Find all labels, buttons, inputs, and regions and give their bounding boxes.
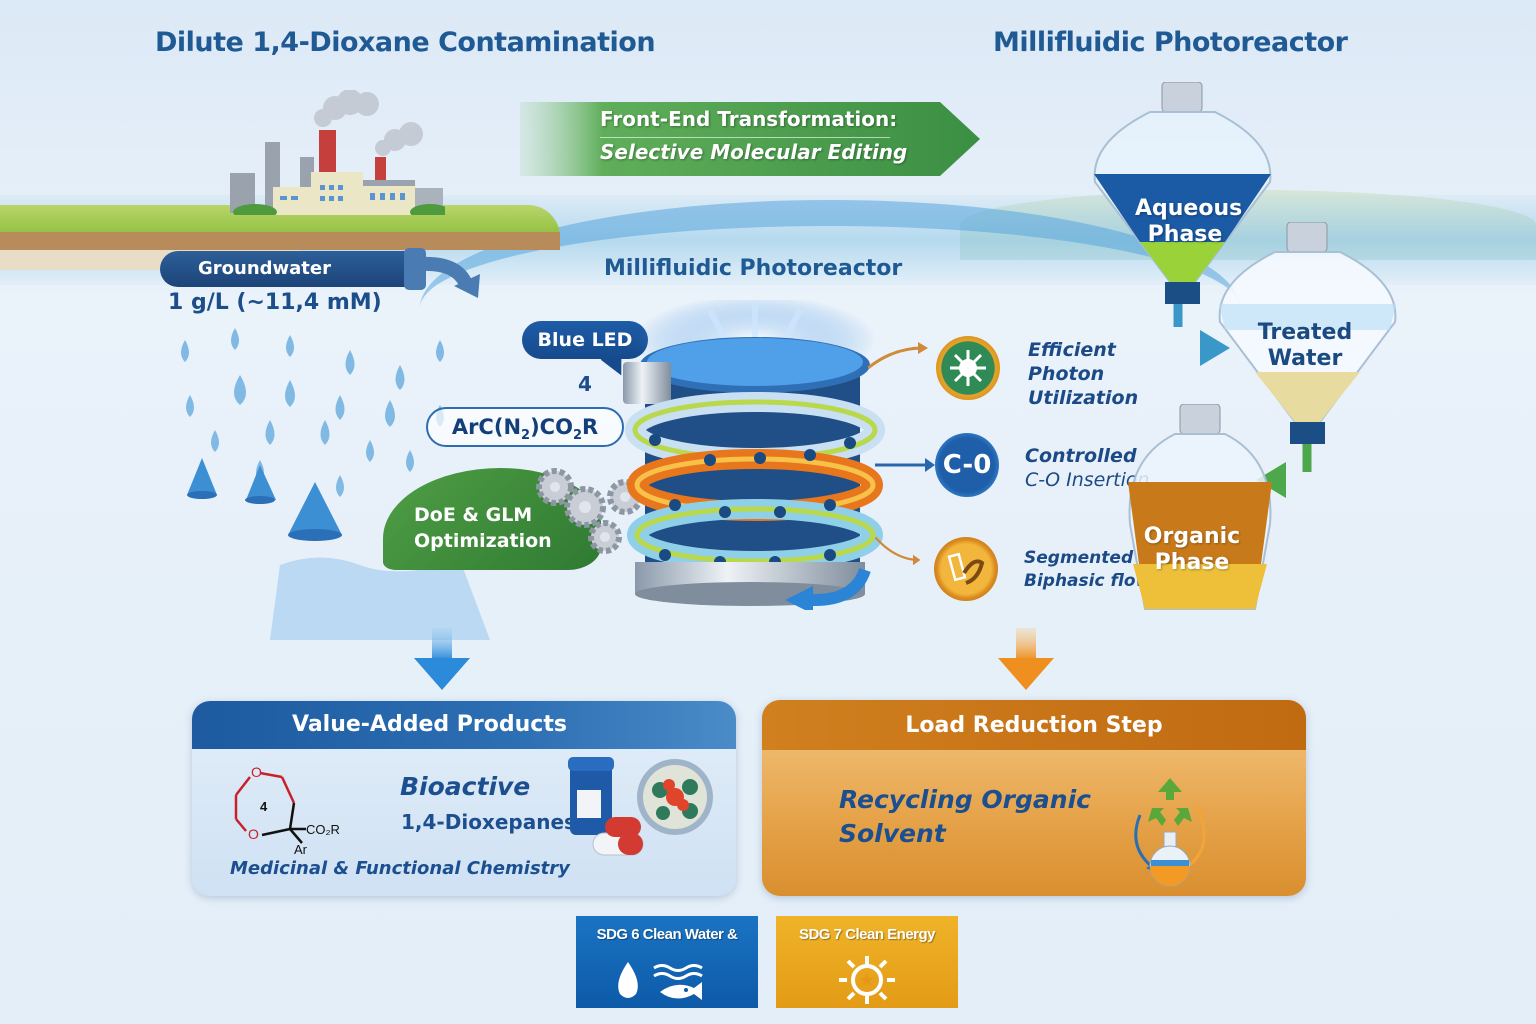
arrow-to-feature-1 — [868, 342, 928, 370]
label-line: Treated — [1257, 320, 1353, 345]
optimization-label: DoE & GLM Optimization — [414, 502, 552, 554]
formula-part: R — [582, 415, 599, 439]
organic-phase-flask — [1128, 404, 1272, 610]
treated-water-label: Treated Water — [1255, 320, 1355, 372]
c-o-bond-icon: C-0 — [935, 433, 999, 497]
optimization-line: Optimization — [414, 530, 552, 552]
load-reduction-header: Load Reduction Step — [762, 700, 1306, 750]
feature-line: Segmented — [1024, 548, 1134, 568]
formula-subscript: 2 — [572, 428, 582, 444]
waves-icon — [653, 964, 703, 980]
concentration-label: 1 g/L (~11,4 mM) — [168, 290, 382, 315]
feature-line: Utilization — [1028, 387, 1139, 409]
feature-line: Efficient — [1028, 339, 1116, 361]
label-line: Phase — [1154, 550, 1230, 575]
soil-layer — [0, 232, 560, 250]
transformation-arrow — [520, 102, 980, 176]
transformation-divider — [600, 137, 890, 138]
aryl-group: Ar — [294, 842, 308, 855]
feature-line: Controlled — [1025, 445, 1137, 467]
down-arrow-load-reduction — [998, 628, 1054, 690]
sun-icon — [839, 956, 895, 1004]
feature-co-insertion: Controlled C-O Insertion — [1025, 444, 1150, 492]
groundwater-pipe — [160, 251, 425, 287]
formula-part: )CO — [530, 415, 573, 439]
arrow-to-organic-phase — [1256, 462, 1286, 498]
water-drop-icon — [618, 962, 638, 998]
blue-led-badge: Blue LED — [522, 321, 648, 359]
title-contamination: Dilute 1,4-Dioxane Contamination — [155, 27, 656, 58]
factory-icon — [230, 90, 445, 215]
aqueous-phase-label: Aqueous Phase — [1135, 196, 1243, 248]
biphasic-flow-icon — [934, 537, 998, 601]
products-title: Bioactive — [400, 772, 531, 801]
feature-line: C-O Insertion — [1025, 469, 1150, 491]
arrow-to-treated-water — [1200, 330, 1230, 366]
treated-water-funnel — [1218, 222, 1397, 472]
feature-biphasic-flow: Segmented Biphasic flow — [1024, 547, 1151, 593]
recycle-flask-icon — [1134, 778, 1206, 887]
organic-phase-label: Organic Phase — [1142, 524, 1242, 576]
photon-burst-icon — [936, 336, 1000, 400]
reactor-title: Millifluidic Photoreactor — [604, 256, 903, 281]
down-arrow-products — [414, 628, 470, 690]
transformation-title: Front-End Transformation: — [600, 107, 898, 131]
fish-icon — [660, 982, 702, 1000]
oxygen-atom: O — [248, 826, 259, 842]
transformation-subtitle: Selective Molecular Editing — [600, 140, 908, 164]
oxygen-atom: O — [251, 764, 262, 780]
ester-group: CO₂R — [306, 822, 340, 837]
groundwater-label: Groundwater — [198, 258, 331, 279]
products-panel-header: Value-Added Products — [192, 701, 736, 749]
sdg-6-badge: SDG 6 Clean Water & — [576, 916, 758, 1008]
sdg-7-badge: SDG 7 Clean Energy — [776, 916, 958, 1008]
sdg-6-icons — [618, 962, 703, 1000]
products-caption: Medicinal & Functional Chemistry — [230, 858, 570, 879]
medicine-pills-icon — [568, 757, 713, 856]
recycling-text: Recycling Organic Solvent — [839, 783, 1091, 851]
label-line: Organic — [1143, 524, 1241, 549]
water-droplets-illustration — [181, 328, 490, 640]
photoreactor-coil-illustration — [623, 300, 885, 610]
recycling-line: Recycling Organic — [839, 785, 1091, 814]
substrate-number: 4 — [578, 372, 592, 396]
flow-arrow-icon — [420, 256, 480, 298]
products-subtitle: 1,4-Dioxepanes — [401, 810, 576, 834]
formula-subscript: 2 — [521, 428, 531, 444]
reagent-formula: ArC(N2)CO2R — [426, 407, 624, 447]
label-line: Phase — [1147, 222, 1223, 247]
aqueous-phase-funnel — [1093, 82, 1272, 327]
label-line: Aqueous — [1135, 196, 1243, 221]
arrow-to-feature-2 — [875, 458, 935, 472]
arrow-to-feature-3 — [874, 536, 921, 566]
feature-line: Biphasic flow — [1024, 571, 1152, 591]
sdg-7-label: SDG 7 Clean Energy — [798, 926, 936, 943]
load-reduction-panel: Load Reduction Step — [762, 700, 1306, 896]
sdg-6-label: SDG 6 Clean Water & — [596, 926, 738, 943]
recycling-line: Solvent — [839, 819, 946, 848]
optimization-line: DoE & GLM — [414, 504, 533, 526]
ring-number: 4 — [260, 799, 268, 814]
feature-photon-utilization: Efficient Photon Utilization — [1028, 338, 1138, 410]
dioxepane-structure: O O 4 CO₂R Ar — [234, 764, 340, 855]
formula-part: ArC(N — [451, 415, 522, 439]
title-photoreactor: Millifluidic Photoreactor — [993, 27, 1348, 58]
label-line: Water — [1267, 346, 1343, 371]
feature-line: Photon — [1028, 363, 1105, 385]
